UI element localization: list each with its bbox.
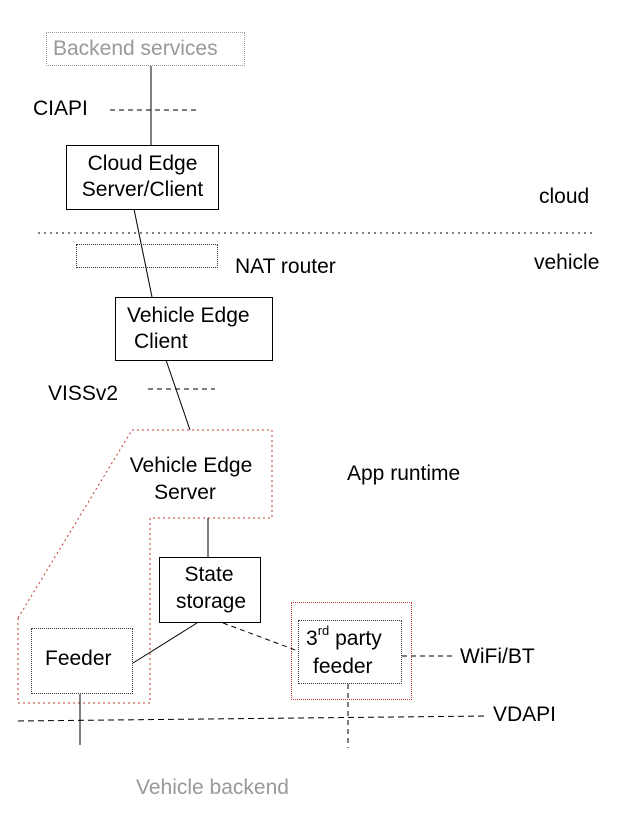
vehicle-edge-client-label-line1: Vehicle Edge <box>127 304 250 327</box>
state-storage-to-third-party-dashed-line <box>222 622 299 652</box>
ciapi-label: CIAPI <box>33 97 88 120</box>
third-party-feeder-label-line1: 3rd party <box>306 623 382 652</box>
third-party-number: 3 <box>306 627 318 650</box>
vehicle-edge-server-label-line1: Vehicle Edge <box>129 454 253 477</box>
nat-router-label: NAT router <box>235 255 336 278</box>
state-storage-box <box>159 557 261 623</box>
cloud-edge-server-client-box <box>66 145 219 210</box>
app-runtime-outline-diagonal <box>17 429 133 619</box>
feeder-box <box>31 628 133 694</box>
third-party-feeder-box <box>298 620 402 684</box>
backend-services-label: Backend services <box>53 37 218 60</box>
wifi-bt-label: WiFi/BT <box>460 645 535 668</box>
third-party-feeder-label-line2: feeder <box>313 655 373 678</box>
vehicle-label: vehicle <box>534 251 600 274</box>
third-party-superscript: rd <box>317 623 330 638</box>
cloud-label: cloud <box>539 185 590 208</box>
app-runtime-outline <box>17 429 273 704</box>
vehicle-backend-label: Vehicle backend <box>136 776 289 799</box>
state-storage-label-line1: State <box>184 563 234 586</box>
vehicle-edge-client-label-line2: Client <box>134 330 188 353</box>
cloud-edge-label-line2: Server/Client <box>81 178 204 201</box>
cloud-edge-to-vehicle-edge-client-line <box>133 208 153 298</box>
app-runtime-label: App runtime <box>347 462 461 485</box>
third-party-rest: party <box>329 627 382 650</box>
nat-router-box <box>76 244 218 268</box>
feeder-label: Feeder <box>45 647 112 670</box>
state-storage-label-line2: storage <box>175 590 247 613</box>
vehicle-edge-server-label-line2: Server <box>154 481 216 504</box>
third-party-runtime-box <box>291 602 412 700</box>
vissv2-label: VISSv2 <box>48 382 119 405</box>
state-storage-to-feeder-line <box>132 622 198 664</box>
vdapi-dashed-line <box>17 715 489 722</box>
backend-services-box <box>46 32 245 66</box>
client-to-server-line <box>165 359 191 431</box>
vehicle-edge-client-box <box>115 297 273 361</box>
cloud-edge-label-line1: Cloud Edge <box>87 152 198 175</box>
vdapi-label: VDAPI <box>493 703 557 726</box>
